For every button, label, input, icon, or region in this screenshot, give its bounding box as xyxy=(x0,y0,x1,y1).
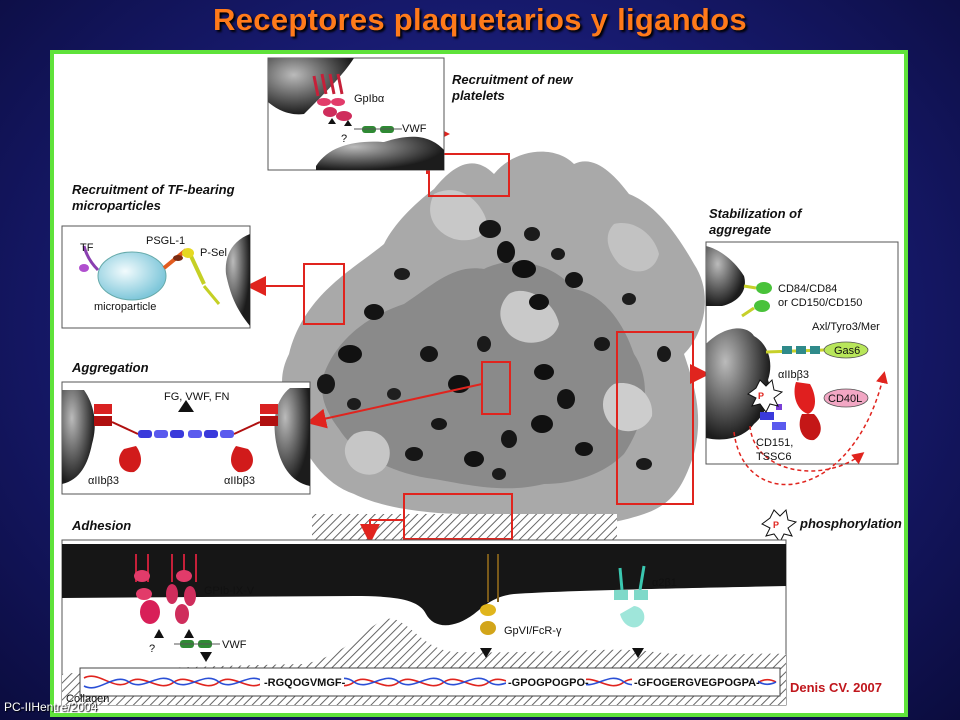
heading-tf-line2: microparticles xyxy=(72,198,161,213)
label-gas6: Gas6 xyxy=(834,345,860,357)
heading-aggregation: Aggregation xyxy=(71,360,149,375)
panel-adhesion: -RGQOGVMGF- -GPOGPOGPO- -GFOGERGVEGPOGPA… xyxy=(61,539,787,706)
label-aggregation-ligands: FG, VWF, FN xyxy=(164,391,229,403)
label-integrin-stabilization: αIIbβ3 xyxy=(778,369,809,381)
heading-adhesion: Adhesion xyxy=(71,518,131,533)
arrow-to-adhesion xyxy=(360,519,404,544)
heading-stabilization-line1: Stabilization of xyxy=(709,206,803,221)
panel-recruitment-new-platelets: GpIbα VWF ? xyxy=(267,57,445,171)
label-p-stabilization: P xyxy=(758,391,764,401)
label-vwf-recruitment: VWF xyxy=(402,123,427,135)
phosphorylation-legend: P phosphorylation xyxy=(761,508,902,543)
heading-stabilization-line2: aggregate xyxy=(709,222,771,237)
label-p-legend: P xyxy=(773,520,779,530)
label-cd40l: CD40L xyxy=(828,393,862,405)
label-aiib-left: αIIbβ3 xyxy=(88,475,119,487)
label-cd84-line2: or CD150/CD150 xyxy=(778,297,862,309)
label-collagen: Collagen xyxy=(66,693,109,705)
zoom-box-tf xyxy=(303,263,345,325)
footer-label: PC-IIHentre/2004 xyxy=(4,700,98,714)
zoom-box-aggregation xyxy=(481,361,511,415)
label-question-adhesion: ? xyxy=(149,643,155,655)
label-a2b1: α2β1 xyxy=(652,577,677,589)
label-cd84-line1: CD84/CD84 xyxy=(778,283,837,295)
citation: Denis CV. 2007 xyxy=(790,680,883,695)
label-gpvi: GpVI/FcR-γ xyxy=(504,625,562,637)
zoom-box-recruitment xyxy=(428,153,510,197)
diagram-canvas: GpIbα VWF ? Recruitment of new platelets… xyxy=(61,57,902,706)
label-psel: P-Sel xyxy=(200,247,227,259)
label-microparticle: microparticle xyxy=(94,301,156,313)
label-seq2: -GPOGPOGPO- xyxy=(508,677,589,689)
label-phosphorylation: phosphorylation xyxy=(799,516,902,531)
aggregate-micrograph xyxy=(282,151,705,526)
figure-frame: GpIbα VWF ? Recruitment of new platelets… xyxy=(50,50,908,717)
label-cd151-line1: CD151, xyxy=(756,437,793,449)
label-question-recruitment: ? xyxy=(341,133,347,145)
heading-recruitment-line1: Recruitment of new xyxy=(452,72,574,87)
zoom-box-adhesion xyxy=(403,493,513,540)
panel-stabilization: P CD84/CD84 or CD150/CD150 Axl/Tyro3/Mer… xyxy=(705,241,899,486)
heading-recruitment-line2: platelets xyxy=(451,88,505,103)
label-vwf-adhesion: VWF xyxy=(222,639,247,651)
label-cd151-line2: TSSC6 xyxy=(756,451,791,463)
arrow-to-aggregation xyxy=(306,383,483,429)
label-gpiba: GpIbα xyxy=(354,93,385,105)
label-gpib-ix-v: GPIb-IX-V xyxy=(204,585,255,597)
label-seq3: -GFOGERGVEGPOGPA- xyxy=(634,677,760,689)
slide-title: Receptores plaquetarios y ligandos xyxy=(213,2,747,37)
label-aiib-right: αIIbβ3 xyxy=(224,475,255,487)
label-seq1: -RGQOGVMGF- xyxy=(264,677,346,689)
label-tf: TF xyxy=(80,242,94,254)
zoom-box-stabilization xyxy=(616,331,694,505)
heading-tf-line1: Recruitment of TF-bearing xyxy=(72,182,235,197)
label-psgl1: PSGL-1 xyxy=(146,235,185,247)
panel-aggregation: FG, VWF, FN αIIbβ3 αIIbβ3 xyxy=(61,381,311,495)
panel-tf-microparticles: TF PSGL-1 P-Sel microparticle xyxy=(61,225,251,329)
label-axl: Axl/Tyro3/Mer xyxy=(812,321,880,333)
